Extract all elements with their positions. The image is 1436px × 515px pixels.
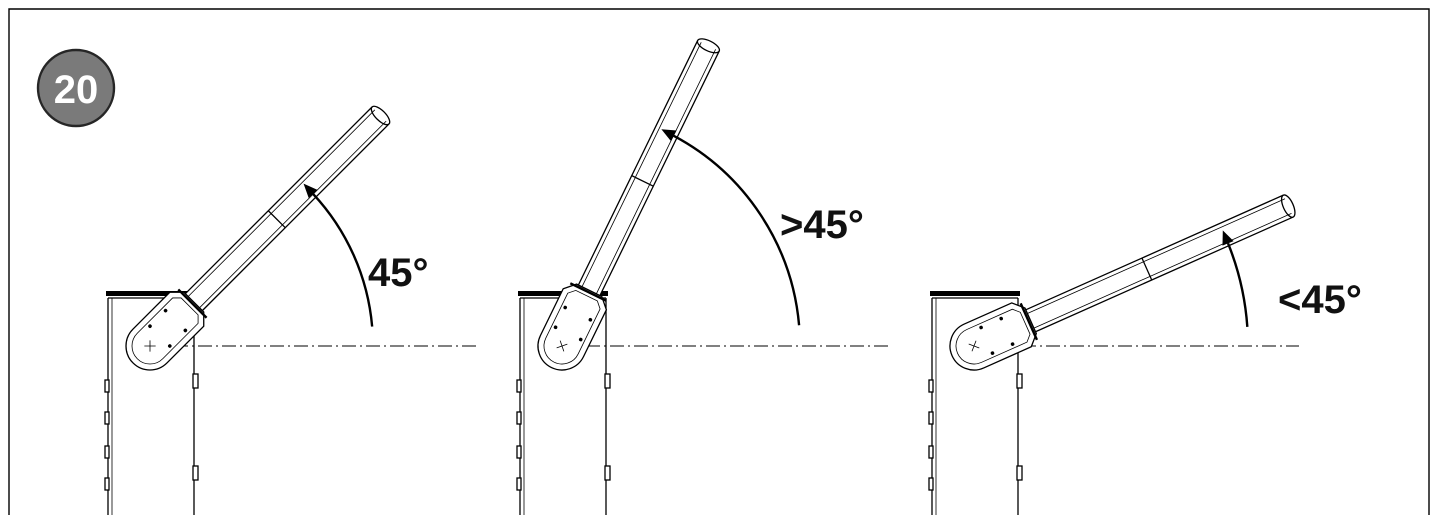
barrier-greater: >45° xyxy=(516,38,892,515)
boom-tube xyxy=(1024,194,1296,333)
hub-bolt xyxy=(990,351,995,355)
angle-arc xyxy=(312,193,374,327)
cabinet-hinge xyxy=(928,411,934,425)
boom-clamp xyxy=(177,288,208,319)
boom-highlight xyxy=(187,109,376,297)
cabinet-hinge xyxy=(928,477,934,491)
boom-hub-plate xyxy=(949,302,1038,371)
barriers-layer: 45° >45° <45° xyxy=(104,38,1362,515)
boom-clamp xyxy=(1019,302,1039,341)
angle-label-greater: >45° xyxy=(780,203,864,247)
hub-bolt xyxy=(148,324,152,329)
boom-assembly xyxy=(537,38,721,371)
cabinet-hinge xyxy=(928,445,934,459)
angle-label-less: <45° xyxy=(1278,278,1362,322)
hub-bolt xyxy=(553,325,558,330)
pivot-mark xyxy=(144,340,156,352)
boom-highlight xyxy=(199,120,387,309)
cabinet-hinge xyxy=(104,379,110,393)
boom-end-cap xyxy=(370,106,390,126)
cabinet-latch xyxy=(1016,373,1023,389)
cabinet-latch xyxy=(192,465,199,481)
cabinet-hinge xyxy=(104,477,110,491)
boom-hub-plate xyxy=(125,291,205,371)
cabinet-hinge xyxy=(104,445,110,459)
boom-joint xyxy=(631,175,654,187)
boom-highlight xyxy=(1027,198,1286,314)
boom-assembly xyxy=(125,105,391,371)
boom-highlight xyxy=(581,42,702,287)
badge-circle xyxy=(36,48,116,128)
angle-arrowhead xyxy=(303,183,318,199)
cabinet-hinge xyxy=(516,379,522,393)
angle-arc xyxy=(1226,242,1249,327)
boom-tube xyxy=(184,105,391,312)
boom-assembly xyxy=(949,194,1296,371)
hub-bolt xyxy=(1010,342,1015,346)
cabinet-hinge xyxy=(516,477,522,491)
cabinet-latch xyxy=(192,373,199,389)
hub-bolt xyxy=(167,344,172,348)
cabinet-hinge xyxy=(516,445,522,459)
boom-hub-plate xyxy=(537,283,608,371)
figure-frame xyxy=(8,8,1430,515)
hub-bolt xyxy=(563,305,567,310)
boom-tube xyxy=(577,38,721,297)
hub-bolt xyxy=(163,308,168,313)
cabinet-hinge xyxy=(516,411,522,425)
boom-clamp xyxy=(569,282,607,302)
cabinet-top-cap xyxy=(930,291,1020,296)
barrier-equal: 45° xyxy=(104,105,480,515)
angle-arc xyxy=(673,134,801,326)
boom-hub-inner xyxy=(543,289,601,365)
boom-joint xyxy=(1141,257,1153,281)
cabinet-latch xyxy=(604,465,611,481)
figure-number: 20 xyxy=(54,68,99,112)
boom-highlight xyxy=(1033,213,1292,329)
cabinet-top-cap xyxy=(106,291,196,296)
cabinet-latch xyxy=(604,373,611,389)
pivot-mark xyxy=(968,340,980,352)
angle-arrowhead xyxy=(661,129,677,142)
hub-bolt xyxy=(999,316,1003,321)
boom-joint xyxy=(267,210,286,229)
angle-arrowhead xyxy=(1222,230,1234,246)
hub-bolt xyxy=(183,328,188,333)
boom-hub-inner xyxy=(131,297,199,365)
boom-highlight xyxy=(596,49,716,294)
cabinet-hinge xyxy=(928,379,934,393)
boom-hub-inner xyxy=(955,308,1031,365)
boom-end-cap xyxy=(696,40,720,54)
hub-bolt xyxy=(979,325,983,330)
cabinet-hinge xyxy=(104,411,110,425)
figure-number-badge: 20 xyxy=(36,48,116,128)
barrier-less: <45° xyxy=(928,194,1362,515)
hub-bolt xyxy=(578,337,583,342)
cabinet-latch xyxy=(1016,465,1023,481)
hub-bolt xyxy=(588,317,593,322)
boom-end-cap xyxy=(1280,194,1294,218)
angle-label-equal: 45° xyxy=(368,251,429,295)
pivot-mark xyxy=(556,340,568,352)
